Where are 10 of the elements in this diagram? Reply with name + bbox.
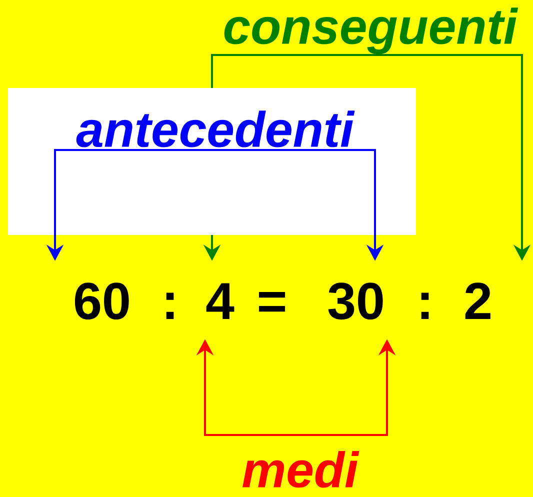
operator-symbol: : bbox=[421, 292, 429, 319]
number: 2 bbox=[465, 282, 490, 319]
bracket-label: conseguenti bbox=[224, 8, 518, 54]
operator-symbol: = bbox=[258, 292, 286, 312]
operator-symbol: : bbox=[166, 292, 174, 319]
number: 4 bbox=[206, 283, 234, 319]
number: 30 bbox=[328, 282, 383, 320]
bracket-label: medi bbox=[242, 450, 360, 488]
number: 60 bbox=[74, 282, 129, 320]
bracket-label: antecedenti bbox=[76, 110, 355, 148]
